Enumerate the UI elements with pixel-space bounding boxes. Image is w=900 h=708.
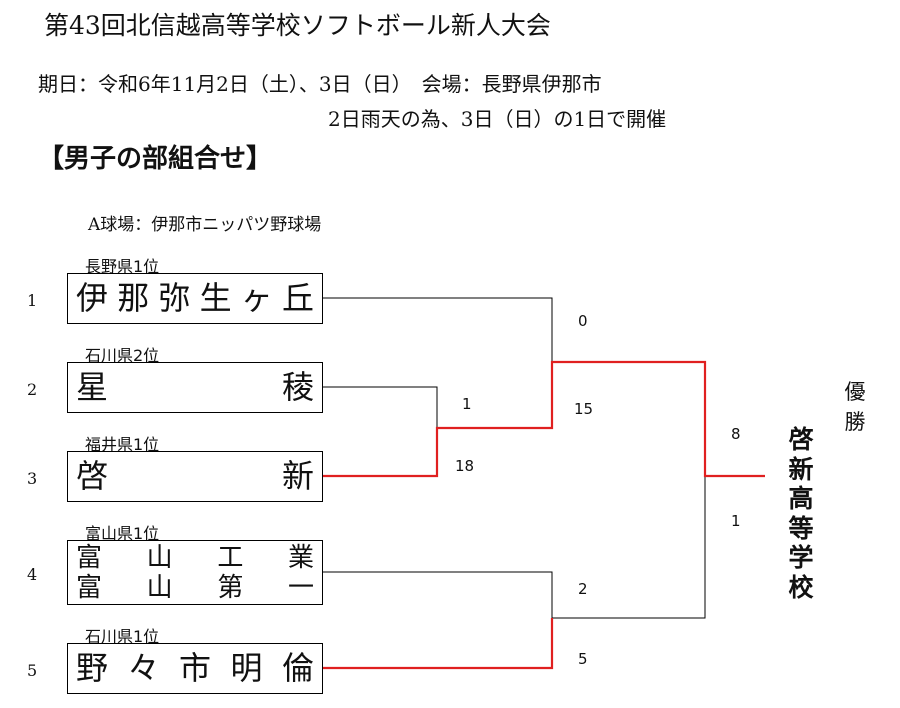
team-box: 野々市明倫 (67, 643, 323, 694)
team-name-2: 富山第一 (76, 573, 314, 603)
team-seed: 富山県1位 (85, 524, 160, 543)
team-number: 3 (27, 469, 38, 488)
team-box: 星稜 (67, 362, 323, 413)
team-seed: 長野県1位 (85, 257, 160, 276)
team-name: 野々市明倫 (76, 649, 314, 687)
team-number: 4 (27, 565, 38, 584)
line-team5-win (323, 618, 554, 670)
score-sf1-top: 0 (578, 312, 588, 330)
line-team3-win (323, 360, 765, 478)
line-sf2-winner (552, 476, 706, 619)
team-name: 星稜 (76, 368, 314, 406)
team-number: 2 (27, 380, 38, 399)
team-name: 伊那弥生ヶ丘 (76, 279, 314, 317)
score-final-top: 8 (731, 425, 741, 443)
schedule-info: 期日：令和6年11月2日（土）、3日（日） 会場：長野県伊那市 (38, 72, 602, 96)
score-sf2-bottom: 5 (578, 650, 588, 668)
team-name: 啓新 (76, 457, 314, 495)
section-heading: 【男子の部組合せ】 (38, 144, 273, 174)
venue-label: A球場：伊那市ニッパツ野球場 (88, 215, 322, 235)
team-name: 富山工業 (76, 543, 314, 573)
team-box: 伊那弥生ヶ丘 (67, 273, 323, 324)
team-box: 富山工業 富山第一 (67, 540, 323, 605)
line-team4 (323, 571, 553, 618)
team-number: 5 (27, 661, 38, 680)
team-seed: 石川県1位 (85, 627, 160, 646)
champion-name: 啓新高等学校 (788, 425, 814, 602)
score-sf1-bottom: 15 (574, 400, 594, 418)
score-final-bottom: 1 (731, 512, 741, 530)
team-number: 1 (27, 291, 38, 310)
team-seed: 石川県2位 (85, 346, 160, 365)
score-r1-top: 1 (462, 395, 472, 413)
schedule-note: 2日雨天の為、3日（日）の1日で開催 (328, 107, 667, 131)
team-box: 啓新 (67, 451, 323, 502)
line-team1 (323, 297, 553, 362)
champion-label: 優勝 (844, 380, 866, 434)
team-seed: 福井県1位 (85, 435, 160, 454)
line-team2 (323, 386, 438, 428)
score-r1-bottom: 18 (455, 457, 475, 475)
page-title: 第43回北信越高等学校ソフトボール新人大会 (44, 11, 551, 40)
score-sf2-top: 2 (578, 580, 588, 598)
